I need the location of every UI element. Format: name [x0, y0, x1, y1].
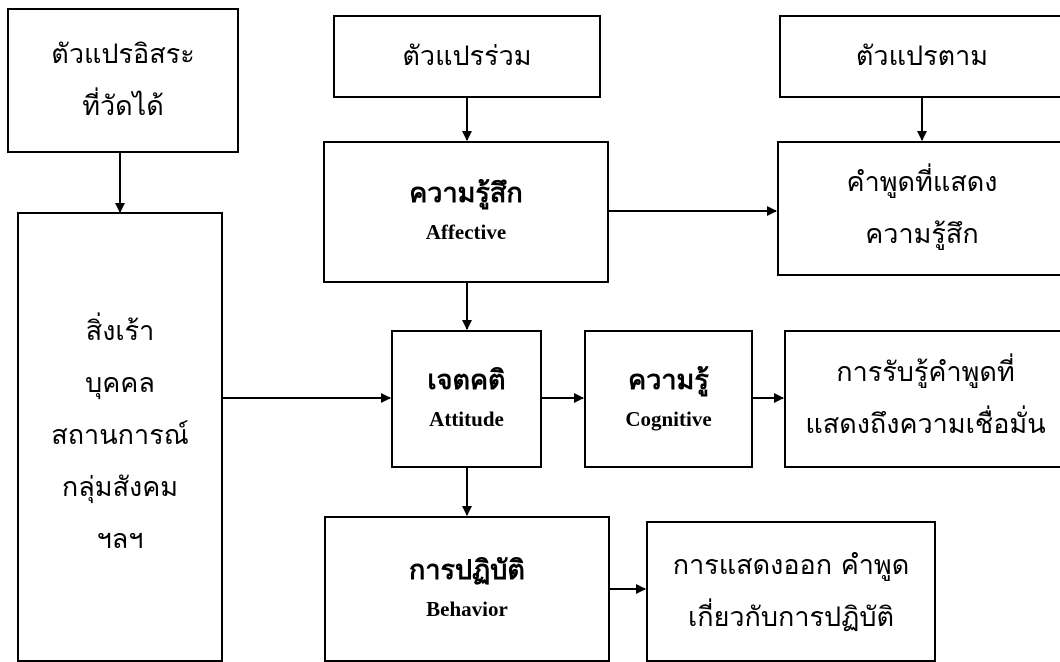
stimuli-line1: สิ่งเร้า	[85, 316, 155, 347]
independent-variable-box: ตัวแปรอิสระ ที่วัดได้	[7, 8, 239, 153]
perception-line2: แสดงถึงความเชื่อมั่น	[805, 409, 1046, 440]
behavior-thai-label: การปฏิบัติ	[409, 555, 525, 586]
intervening-variable-box: ตัวแปรร่วม	[333, 15, 601, 98]
expression-line1: การแสดงออก คำพูด	[672, 549, 910, 581]
dependent-variable-box: ตัวแปรตาม	[779, 15, 1060, 98]
verbal-affect-box: คำพูดที่แสดง ความรู้สึก	[777, 141, 1060, 276]
stimuli-line4: กลุ่มสังคม	[61, 472, 179, 503]
cognitive-thai-label: ความรู้	[628, 365, 709, 396]
attitude-english-label: Attitude	[429, 407, 504, 431]
attitude-thai-label: เจตคติ	[427, 365, 506, 396]
behavior-english-label: Behavior	[426, 597, 508, 621]
perception-line1: การรับรู้คำพูดที่	[836, 357, 1015, 388]
independent-variable-line1: ตัวแปรอิสระ	[51, 38, 195, 70]
expression-box: การแสดงออก คำพูด เกี่ยวกับการปฏิบัติ	[646, 521, 936, 662]
affective-english-label: Affective	[425, 220, 507, 244]
stimuli-line2: บุคคล	[85, 368, 155, 399]
affective-box: ความรู้สึก Affective	[323, 141, 609, 283]
affective-thai-label: ความรู้สึก	[409, 178, 523, 209]
verbal-affect-line1: คำพูดที่แสดง	[846, 166, 998, 198]
verbal-affect-line2: ความรู้สึก	[865, 218, 979, 250]
behavior-box: การปฏิบัติ Behavior	[324, 516, 610, 662]
dependent-variable-label: ตัวแปรตาม	[855, 40, 989, 72]
cognitive-box: ความรู้ Cognitive	[584, 330, 753, 468]
stimuli-line5: ฯลฯ	[96, 524, 144, 555]
attitude-box: เจตคติ Attitude	[391, 330, 542, 468]
stimuli-line3: สถานการณ์	[51, 420, 189, 451]
intervening-variable-label: ตัวแปรร่วม	[402, 40, 532, 72]
expression-line2: เกี่ยวกับการปฏิบัติ	[688, 601, 894, 633]
stimuli-box: สิ่งเร้า บุคคล สถานการณ์ กลุ่มสังคม ฯลฯ	[17, 212, 223, 662]
independent-variable-line2: ที่วัดได้	[82, 90, 164, 122]
cognitive-english-label: Cognitive	[625, 407, 712, 431]
perception-box: การรับรู้คำพูดที่ แสดงถึงความเชื่อมั่น	[784, 330, 1060, 468]
